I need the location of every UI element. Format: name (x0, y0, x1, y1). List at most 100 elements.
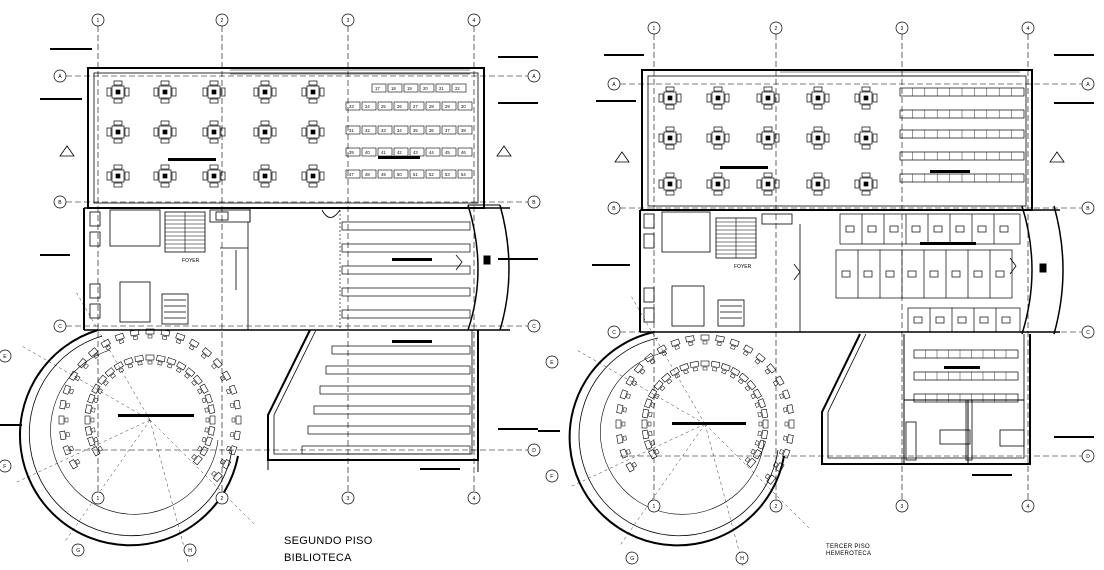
magazine-rack (913, 349, 1019, 359)
left-plan-title: SEGUNDO PISO (284, 535, 373, 547)
locker-number: 18 (391, 86, 396, 91)
carrel-desk (175, 361, 187, 373)
locker-number: 32 (365, 128, 370, 133)
carrel-desk (625, 461, 638, 473)
carrel-desk (145, 328, 155, 339)
grid-bubble (215, 13, 229, 27)
carrel-desk (84, 426, 96, 436)
left-circular-room (13, 289, 257, 565)
reading-table (153, 120, 177, 144)
bookshelf (341, 309, 471, 319)
locker-number: 53 (445, 172, 450, 177)
grid-label: G (76, 548, 80, 554)
carrel-desk (764, 363, 777, 375)
carrel-desk (68, 458, 81, 470)
carrel-desk (230, 430, 241, 441)
carrel-desk (744, 380, 757, 392)
carrel-desk (219, 458, 232, 470)
reading-table (706, 86, 730, 110)
carrel-desk (772, 375, 785, 387)
grid-bubble (1021, 499, 1035, 513)
carrel-desk (129, 329, 140, 340)
grid-bubble (607, 201, 621, 215)
locker-number: 52 (429, 172, 434, 177)
locker-box (361, 147, 377, 157)
carrel-desk (729, 338, 740, 350)
left-stair-core (89, 208, 463, 330)
reading-table (854, 126, 878, 150)
locker-box (377, 101, 393, 111)
grid-label: C (58, 324, 62, 330)
locker-number: 24 (365, 104, 370, 109)
locker-number: 45 (445, 150, 450, 155)
reading-table (658, 126, 682, 150)
locker-number: 38 (461, 128, 466, 133)
carrel-desk (742, 344, 754, 357)
bookshelf (331, 345, 471, 355)
reading-table (706, 172, 730, 196)
reading-table (806, 86, 830, 110)
grid-bubble (607, 77, 621, 91)
locker-number: 40 (365, 150, 370, 155)
carrel-desk (84, 415, 95, 425)
carrel-desk (145, 354, 155, 365)
carrel-desk (619, 389, 631, 400)
carrel-desk (689, 360, 700, 372)
grid-bubble (183, 543, 197, 557)
grid-bubble (341, 13, 355, 27)
bookshelf (319, 385, 471, 395)
locker-box (387, 83, 403, 93)
locker-number: 46 (461, 150, 466, 155)
carrel-desk (784, 419, 795, 429)
grid-label: D (1086, 454, 1090, 460)
locker-number: 31 (349, 128, 354, 133)
grid-bubble (53, 319, 67, 333)
carrel-desk (653, 380, 666, 392)
carrel-desk (226, 384, 238, 395)
grid-bubble (53, 69, 67, 83)
carrel-desk (84, 404, 96, 414)
reading-table (756, 86, 780, 110)
carrel-desk (772, 461, 785, 473)
grid-bubble (0, 459, 12, 473)
bookshelf (307, 425, 471, 435)
carrel-desk (77, 358, 89, 370)
carrel-desk (783, 434, 794, 444)
locker-box (377, 125, 393, 135)
carrel-desk (661, 372, 673, 385)
reading-table (854, 172, 878, 196)
carrel-desk (175, 332, 186, 344)
grid-bubble (895, 21, 909, 35)
locker-box (441, 169, 457, 179)
carrel-desk (211, 358, 223, 370)
carrel-desk (779, 389, 791, 400)
carrel-desk (669, 367, 681, 379)
carrel-desk (648, 388, 660, 400)
grid-bubble (0, 349, 12, 363)
carrel-desk (619, 448, 631, 459)
locker-box (435, 83, 451, 93)
carrel-desk (123, 357, 134, 369)
bookshelf (313, 405, 471, 415)
grid-bubble (71, 543, 85, 557)
bookshelf (341, 287, 471, 297)
grid-bubble (527, 195, 541, 209)
reading-table (806, 172, 830, 196)
grid-bubble (895, 499, 909, 513)
grid-label: G (630, 556, 634, 562)
grid-bubble (769, 21, 783, 35)
bookshelf (341, 265, 471, 275)
grid-bubble (625, 551, 639, 565)
locker-number: 39 (349, 150, 354, 155)
locker-number: 26 (397, 104, 402, 109)
left-window-strip (230, 69, 470, 75)
grid-label: B (532, 200, 536, 206)
grid-bubble (735, 551, 749, 565)
carrel-desk (744, 456, 757, 468)
locker-number: 20 (423, 86, 428, 91)
carrel-desk (754, 398, 766, 409)
locker-number: 51 (413, 172, 418, 177)
grid-label: B (1086, 206, 1090, 212)
locker-box (377, 169, 393, 179)
